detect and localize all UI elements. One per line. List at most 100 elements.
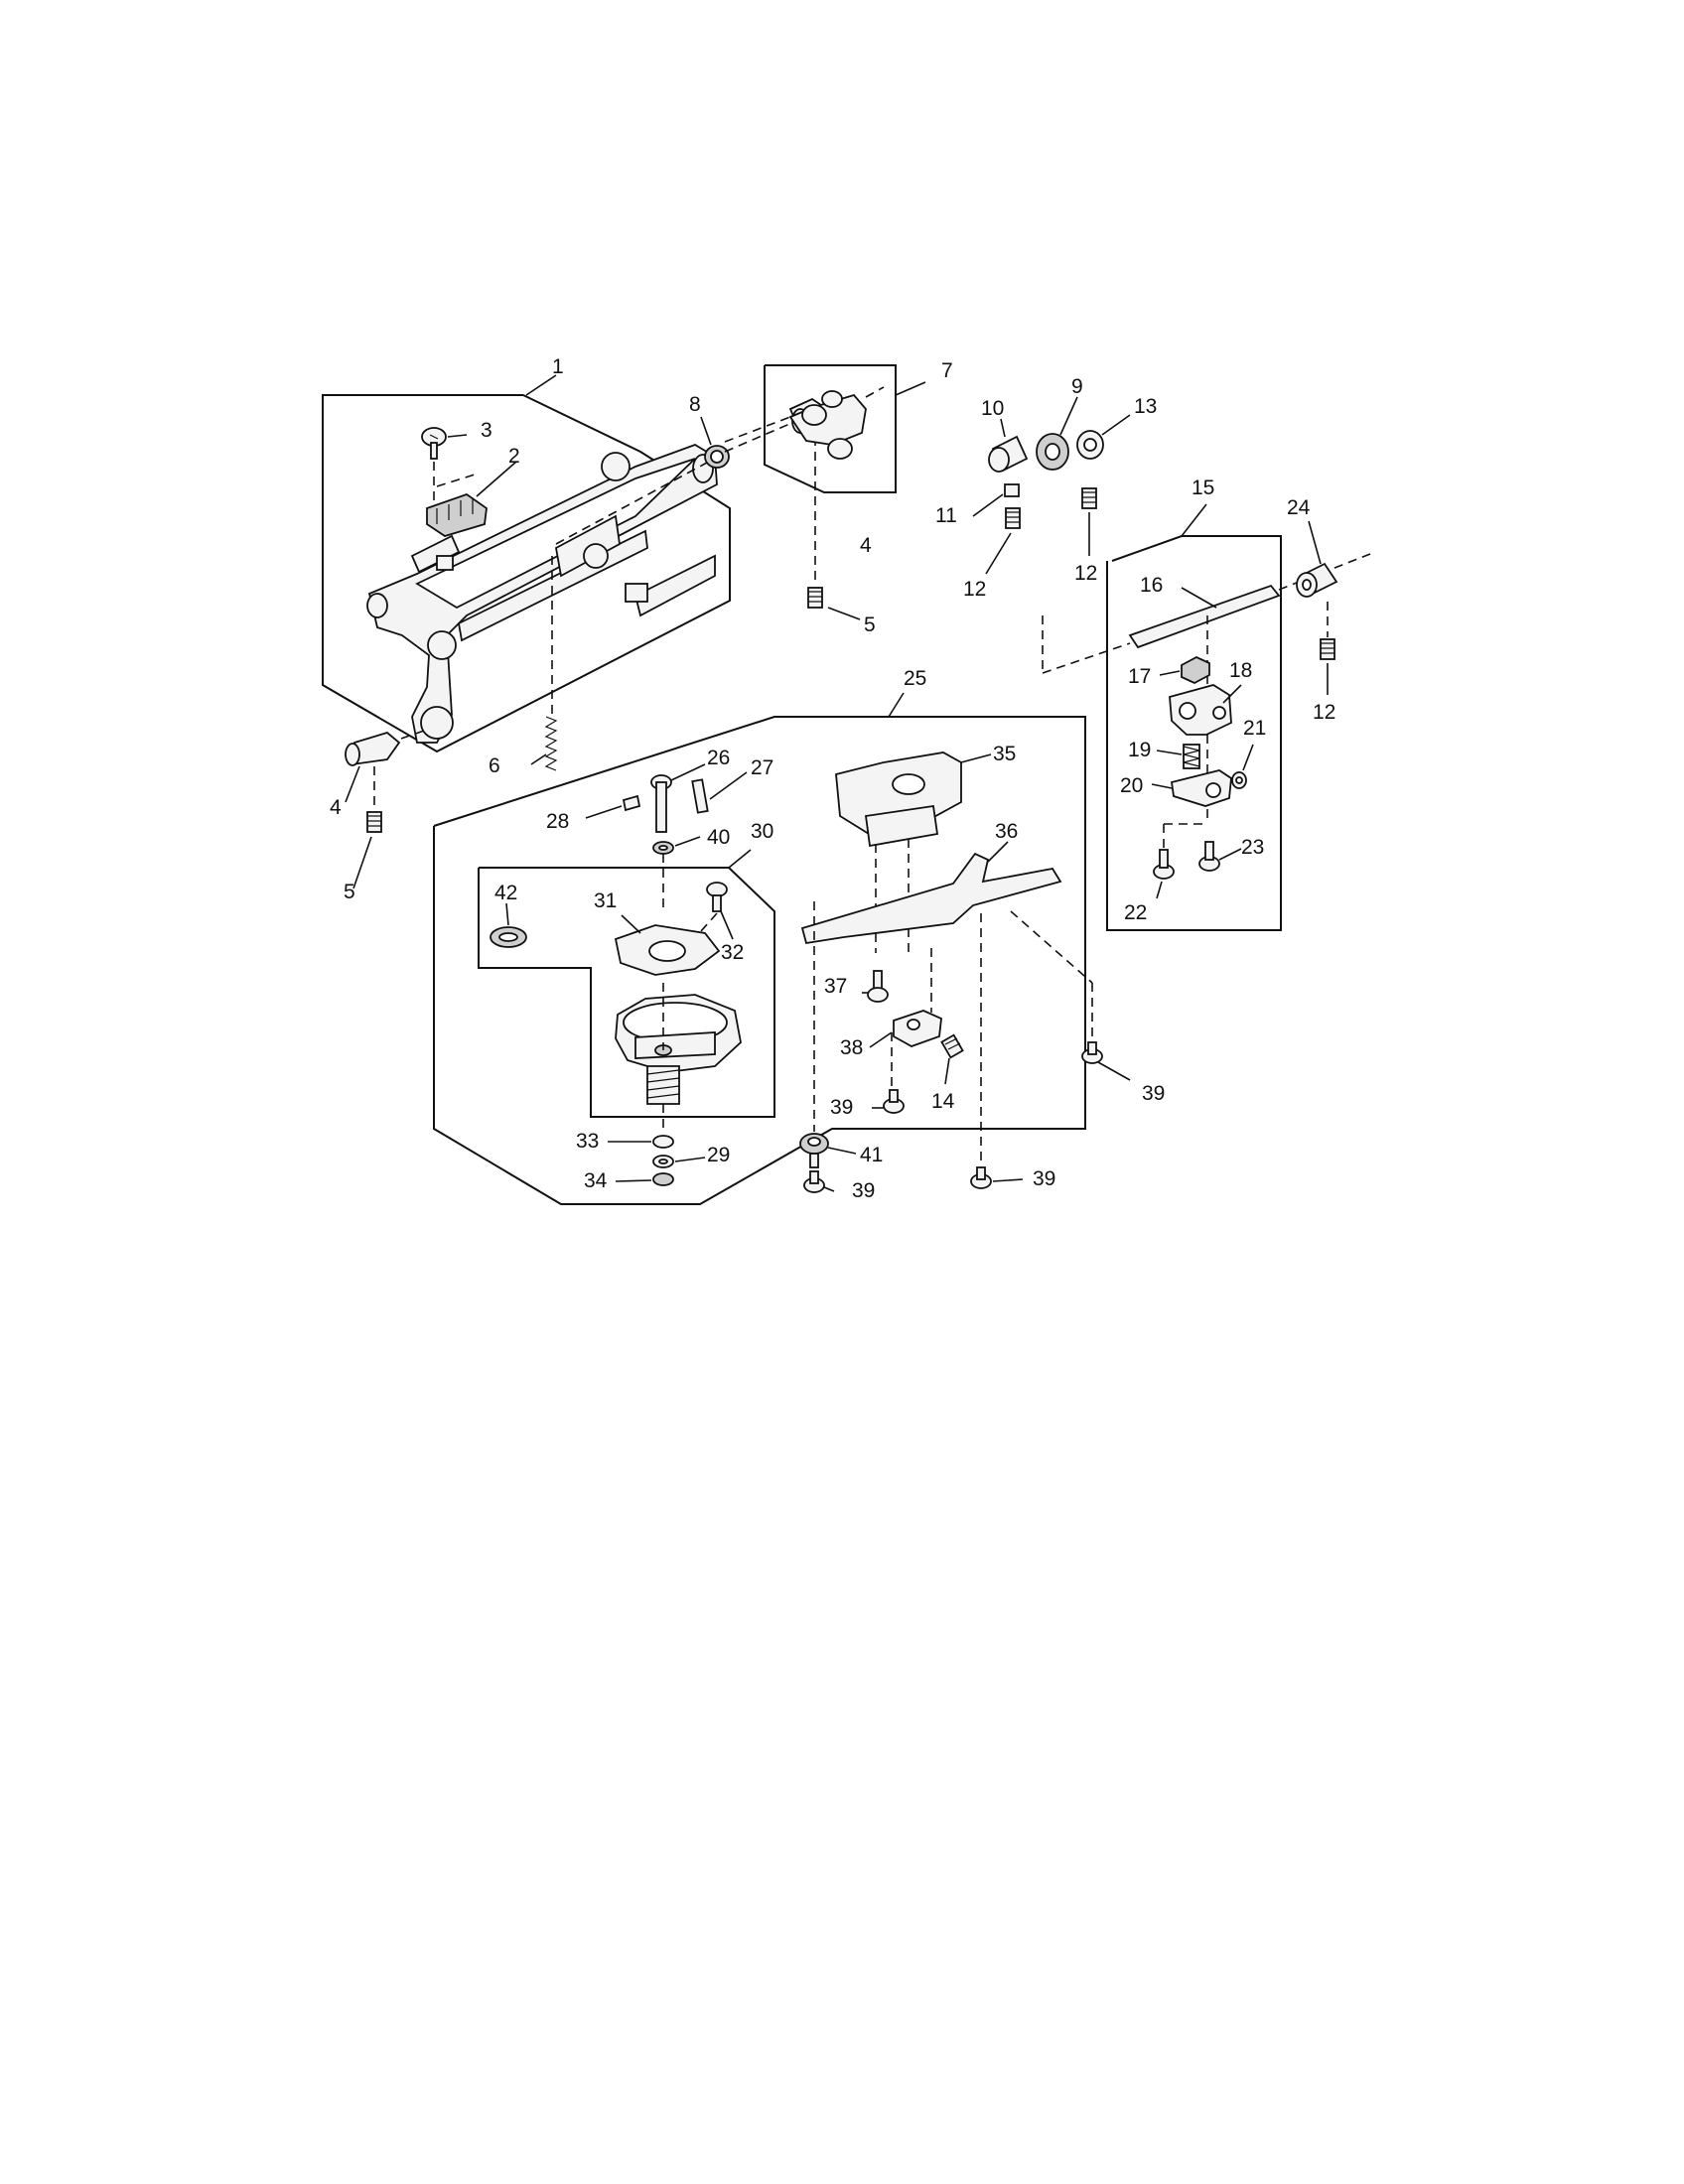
collar-part-11 — [972, 483, 1020, 517]
callout-39: 39 — [830, 1096, 853, 1119]
callout-14: 14 — [931, 1090, 955, 1113]
callout-29: 29 — [707, 1144, 730, 1166]
bearing-part-9 — [1036, 396, 1078, 471]
callout-9: 9 — [1071, 375, 1083, 398]
callout-41: 41 — [860, 1144, 883, 1166]
group-25-outline — [433, 692, 1086, 1205]
callout-10: 10 — [981, 397, 1004, 420]
callout-36: 36 — [995, 820, 1018, 843]
screw-part-22 — [1153, 823, 1207, 899]
callout-8: 8 — [689, 393, 701, 416]
pin-part-27 — [691, 771, 748, 814]
callout-2: 2 — [508, 445, 520, 468]
washer-part-33 — [608, 1135, 674, 1149]
callout-11: 11 — [935, 504, 957, 527]
hook-part — [615, 983, 742, 1132]
setscrew-part-14 — [940, 1033, 964, 1085]
setscrew-part-12-c — [1320, 602, 1335, 695]
plate-part-36 — [800, 841, 1093, 1042]
screw-part-37 — [862, 970, 889, 1003]
callout-28: 28 — [546, 810, 569, 833]
screw-part-23 — [1198, 841, 1242, 872]
callout-21: 21 — [1243, 717, 1266, 740]
block-part-38 — [869, 948, 942, 1097]
callout-42: 42 — [494, 882, 517, 904]
callout-4: 4 — [330, 796, 342, 819]
bracket-part-20 — [1151, 769, 1232, 807]
setscrew-part-12-b — [1081, 487, 1097, 556]
setscrew-part-5-left — [352, 766, 382, 889]
callout-25: 25 — [904, 667, 926, 690]
screw-part-39-a — [872, 1089, 905, 1114]
shield-part-35 — [835, 751, 992, 953]
callout-30: 30 — [751, 820, 773, 843]
bushing-part-24 — [1296, 520, 1338, 598]
callout-23: 23 — [1241, 836, 1264, 859]
callout-34: 34 — [584, 1169, 608, 1192]
washer-part-40 — [652, 836, 701, 913]
screw-part-3 — [421, 427, 468, 504]
cap-part-41 — [799, 901, 857, 1168]
callout-22: 22 — [1124, 901, 1147, 924]
callout-39: 39 — [1033, 1167, 1055, 1190]
callout-13: 13 — [1134, 395, 1157, 418]
callout-5: 5 — [344, 881, 355, 903]
plate-part-31 — [614, 914, 721, 976]
screw-part-39-d — [970, 913, 1024, 1189]
callout-39: 39 — [1142, 1082, 1165, 1105]
callout-6: 6 — [489, 754, 500, 777]
bushing-part-13 — [1076, 414, 1131, 460]
sleeve-part-4-left — [345, 729, 428, 803]
callout-17: 17 — [1128, 665, 1151, 688]
nut-part-34 — [615, 1172, 674, 1186]
callout-12: 12 — [963, 578, 986, 601]
screw-part-32 — [700, 882, 734, 940]
frame-assembly-part — [366, 444, 718, 744]
callout-19: 19 — [1128, 739, 1151, 761]
lever-part-7 — [788, 386, 885, 460]
callout-38: 38 — [840, 1036, 863, 1059]
bracket-part-18 — [1169, 684, 1242, 736]
callout-31: 31 — [594, 889, 617, 912]
spring-part-6 — [530, 556, 558, 771]
callout-26: 26 — [707, 747, 730, 769]
bushing-part-8 — [555, 416, 795, 545]
callout-3: 3 — [481, 419, 492, 442]
pin-part-26 — [650, 763, 706, 833]
group-30-outline — [478, 849, 775, 1118]
callout-1: 1 — [552, 355, 564, 378]
washer-part-42 — [490, 902, 527, 948]
callout-40: 40 — [707, 826, 730, 849]
callout-20: 20 — [1120, 774, 1143, 797]
callout-18: 18 — [1229, 659, 1252, 682]
callout-4: 4 — [860, 534, 872, 557]
washer-part-29 — [652, 1155, 706, 1168]
callout-labels: 1 2 3 4 4 5 5 6 7 8 9 10 11 12 12 12 13 … — [330, 355, 1335, 1202]
callout-15: 15 — [1192, 477, 1214, 499]
callout-32: 32 — [721, 941, 744, 964]
bracket-part-2 — [426, 461, 517, 537]
washer-part-21 — [1231, 744, 1254, 789]
group-15-outline — [1106, 503, 1282, 931]
bushing-part-10 — [988, 418, 1029, 473]
screw-part-39-c — [803, 1170, 835, 1193]
callout-7: 7 — [941, 359, 953, 382]
setscrew-part-12-a — [985, 507, 1021, 575]
setscrew-part-5-right — [807, 437, 861, 620]
callout-16: 16 — [1140, 574, 1163, 597]
callout-27: 27 — [751, 756, 773, 779]
callout-33: 33 — [576, 1130, 599, 1153]
callout-39: 39 — [852, 1179, 875, 1202]
callout-35: 35 — [993, 743, 1016, 765]
callout-12: 12 — [1313, 701, 1335, 724]
callout-24: 24 — [1287, 496, 1311, 519]
callout-37: 37 — [824, 975, 847, 998]
spring-part-19 — [1156, 744, 1200, 769]
nut-part-17 — [1159, 655, 1210, 685]
callout-5: 5 — [864, 614, 876, 636]
group-7-outline — [764, 364, 926, 493]
pin-part-28 — [585, 794, 641, 819]
screw-part-39-b — [1081, 1041, 1131, 1081]
callout-12: 12 — [1074, 562, 1097, 585]
